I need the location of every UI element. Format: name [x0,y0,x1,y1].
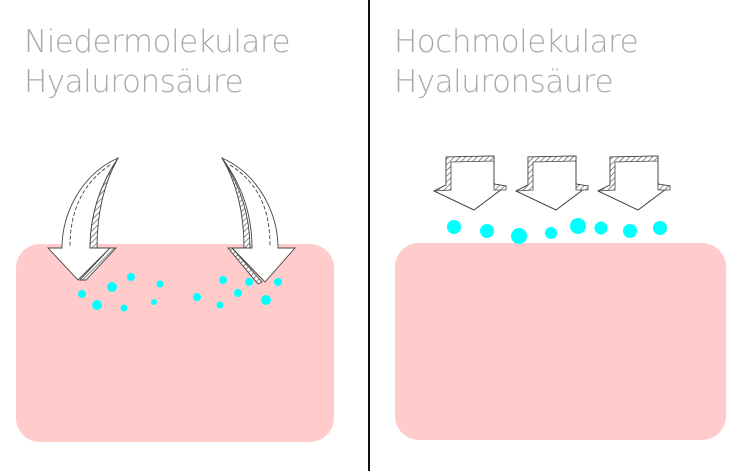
skin-layer-left [16,244,334,442]
hyaluronic-molecule [447,220,461,234]
hyaluronic-molecule [261,295,271,305]
block-arrow-icon [432,155,508,211]
hyaluronic-molecule [193,293,201,301]
hyaluronic-molecule [219,276,227,284]
left-panel-title: Niedermolekulare Hyaluronsäure [24,22,291,102]
hyaluronic-molecule [480,224,494,238]
right-panel-title: Hochmolekulare Hyaluronsäure [394,22,639,102]
hyaluronic-molecule [216,301,224,309]
hyaluronic-molecule [156,280,164,288]
panel-divider [368,0,370,471]
right-title-line2: Hyaluronsäure [394,64,614,100]
hyaluronic-molecule [274,278,282,286]
block-arrow-icon [514,155,590,211]
left-title-line1: Niedermolekulare [24,24,291,60]
hyaluronic-molecule [107,282,117,292]
hyaluronic-molecule [234,289,242,297]
hyaluronic-molecule [623,224,637,238]
skin-layer-right [395,243,726,440]
hyaluronic-molecule [511,228,527,244]
hyaluronic-molecule [78,290,86,298]
hyaluronic-molecule [120,304,128,312]
hyaluronic-molecule [151,299,157,305]
hyaluronic-molecule [570,218,586,234]
hyaluronic-molecule [245,278,253,286]
hyaluronic-molecule [653,221,667,235]
block-arrow-icon [596,155,672,211]
hyaluronic-molecule [594,221,608,235]
hyaluronic-molecule [92,300,102,310]
curved-arrow-right-icon [220,156,296,285]
right-title-line1: Hochmolekulare [394,24,639,60]
curved-arrow-left-icon [46,156,120,281]
hyaluronic-molecule [127,273,135,281]
left-title-line2: Hyaluronsäure [24,64,244,100]
hyaluronic-molecule [545,227,557,239]
